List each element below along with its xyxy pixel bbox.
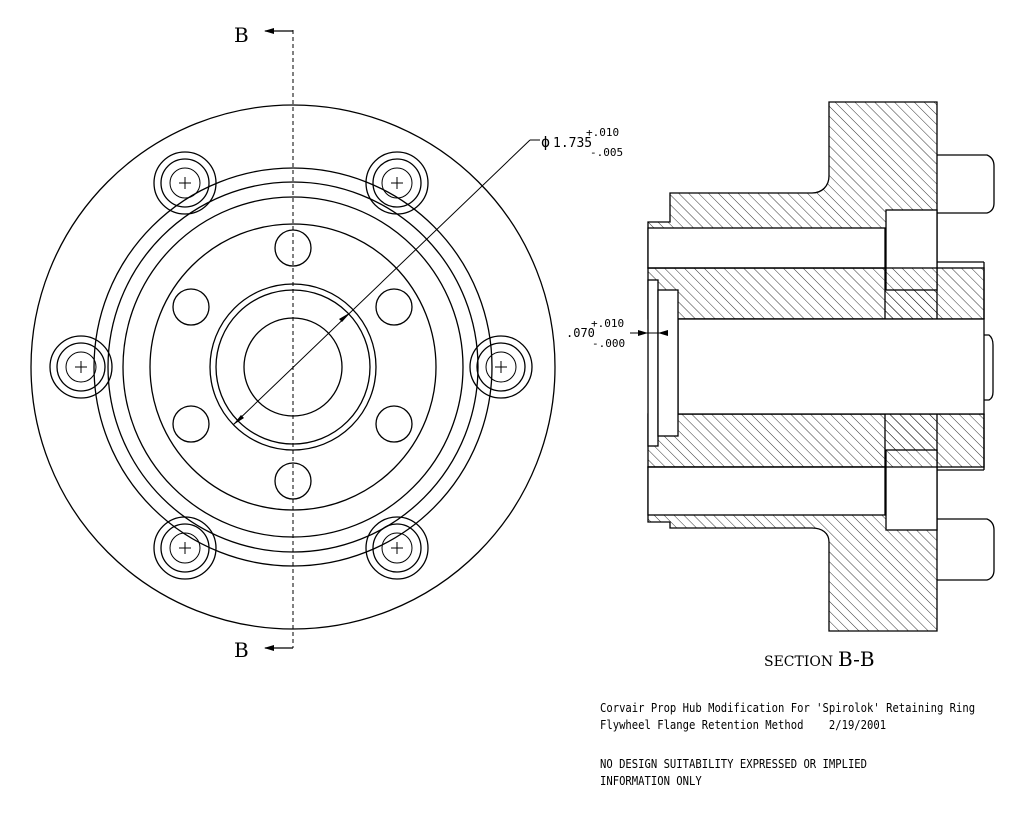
bolt-head-left — [49, 335, 113, 399]
bolt-head-right — [469, 335, 533, 399]
drawing-notes: Corvair Prop Hub Modification For 'Spiro… — [600, 700, 976, 790]
section-line: B B — [234, 23, 294, 662]
section-mark-bottom: B — [234, 638, 249, 662]
disclaimer-line-2: INFORMATION ONLY — [600, 774, 702, 788]
groove-tol-plus: +.010 — [591, 317, 624, 330]
groove-dimension: .070 +.010 -.000 — [566, 317, 668, 350]
bolt-head-bottom-right — [365, 516, 429, 580]
bolt-head-bottom-left — [153, 516, 217, 580]
bolt-head-top-left — [153, 151, 217, 215]
section-mark-top: B — [234, 23, 249, 47]
groove-value: .070 — [566, 326, 595, 340]
diameter-symbol: ϕ — [541, 133, 550, 151]
bolt-heads — [49, 151, 533, 580]
disclaimer-line-1: NO DESIGN SUITABILITY EXPRESSED OR IMPLI… — [600, 757, 868, 771]
section-title-label: B-B — [838, 647, 875, 671]
bolt-head-top-right — [365, 151, 429, 215]
section-title-prefix: SECTION — [764, 654, 833, 670]
title-line-1: Corvair Prop Hub Modification For 'Spiro… — [600, 701, 976, 715]
diameter-dimension: ϕ 1.735 +.010 -.005 — [232, 126, 623, 426]
section-view — [647, 101, 995, 632]
groove-tol-minus: -.000 — [592, 337, 625, 350]
diameter-value: 1.735 — [553, 136, 592, 151]
diameter-tol-minus: -.005 — [590, 146, 623, 159]
section-title: SECTION B-B — [764, 647, 875, 671]
diameter-tol-plus: +.010 — [586, 126, 619, 139]
title-line-2: Flywheel Flange Retention Method 2/19/20… — [600, 718, 887, 732]
